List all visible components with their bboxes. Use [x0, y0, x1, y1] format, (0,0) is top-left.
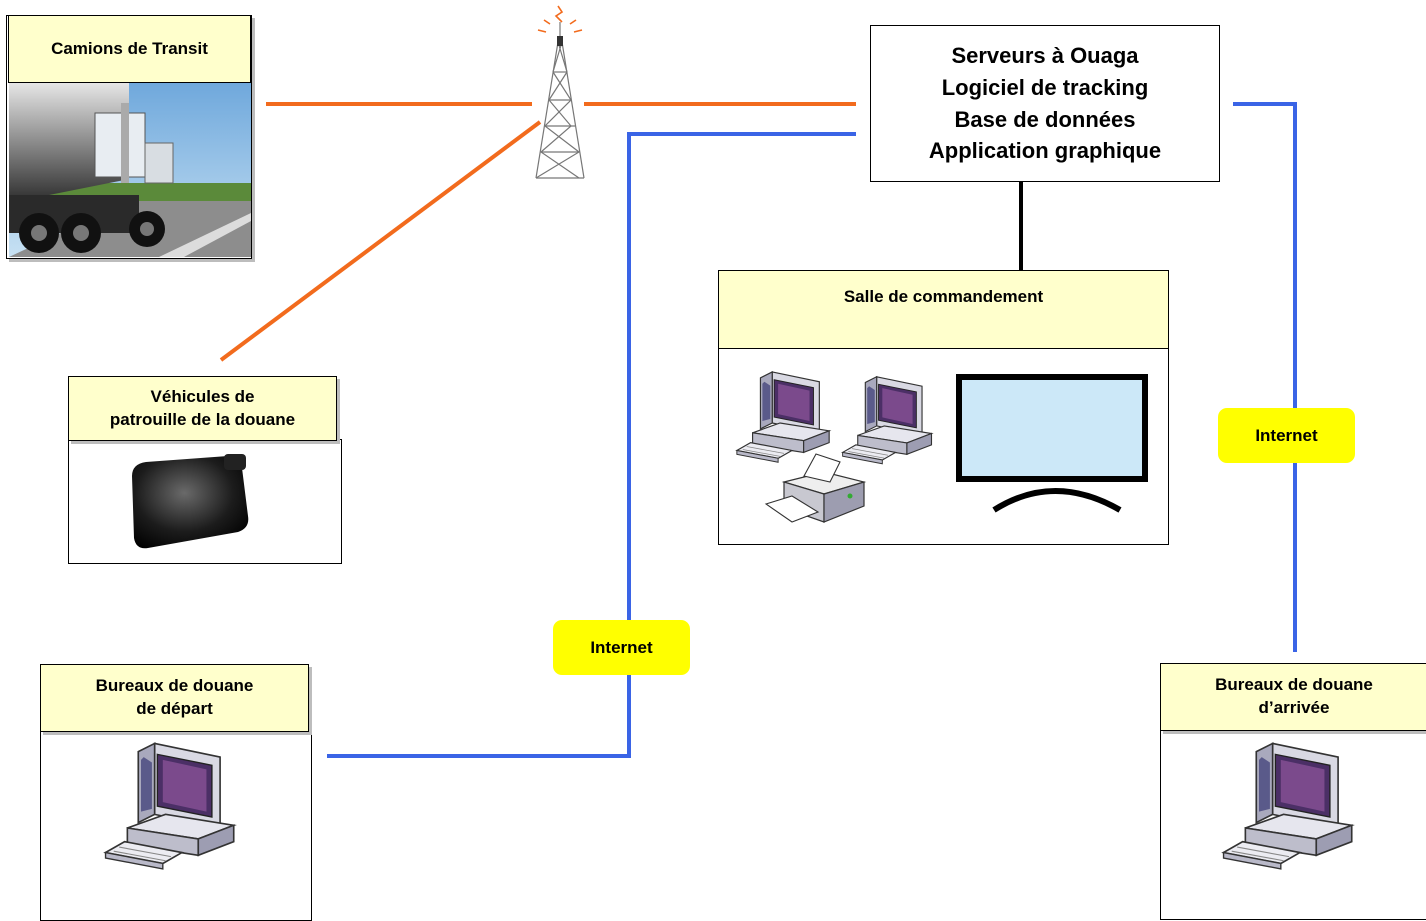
- command-room-label: Salle de commandement: [843, 287, 1044, 306]
- internet-link-arrival: [1233, 102, 1297, 652]
- patrol-label-line1: Véhicules de: [150, 386, 255, 406]
- command-room-header: Salle de commandement: [718, 270, 1169, 349]
- trucks-header: Camions de Transit: [8, 15, 251, 83]
- internet-link-departure: [327, 132, 856, 758]
- desktop-computer-icon: [1216, 738, 1362, 888]
- radio-link-patrol: [219, 120, 542, 362]
- departure-office-header: Bureaux de douane de départ: [40, 664, 309, 732]
- server-box: Serveurs à Ouaga Logiciel de tracking Ba…: [870, 25, 1220, 182]
- server-line-2: Logiciel de tracking: [941, 74, 1149, 100]
- arrival-office-header: Bureaux de douane d’arrivée: [1160, 663, 1426, 731]
- server-line-1: Serveurs à Ouaga: [951, 42, 1139, 68]
- gps-tracker-icon: [132, 454, 249, 549]
- internet-badge-right: Internet: [1218, 408, 1355, 463]
- internet-badge-left: Internet: [553, 620, 690, 675]
- departure-office-label-line2: de départ: [136, 699, 213, 718]
- trucks-label: Camions de Transit: [51, 38, 208, 58]
- monitor-screen-icon: [956, 374, 1148, 513]
- patrol-header: Véhicules de patrouille de la douane: [68, 376, 337, 441]
- printer-icon: [764, 453, 867, 523]
- arrival-office-label-line1: Bureaux de douane: [1215, 675, 1373, 695]
- desktop-computer-icon: [98, 738, 244, 888]
- arrival-office-label-line2: d’arrivée: [1258, 698, 1330, 717]
- patrol-label-line2: patrouille de la douane: [109, 409, 296, 429]
- internet-badge-right-label: Internet: [1255, 425, 1318, 445]
- antenna-tower-icon: [535, 5, 585, 179]
- server-line-3: Base de données: [954, 106, 1136, 132]
- server-line-4: Application graphique: [928, 138, 1162, 164]
- departure-office-label-line1: Bureaux de douane: [95, 676, 254, 696]
- truck-photo: [9, 83, 251, 257]
- internet-badge-left-label: Internet: [590, 637, 653, 657]
